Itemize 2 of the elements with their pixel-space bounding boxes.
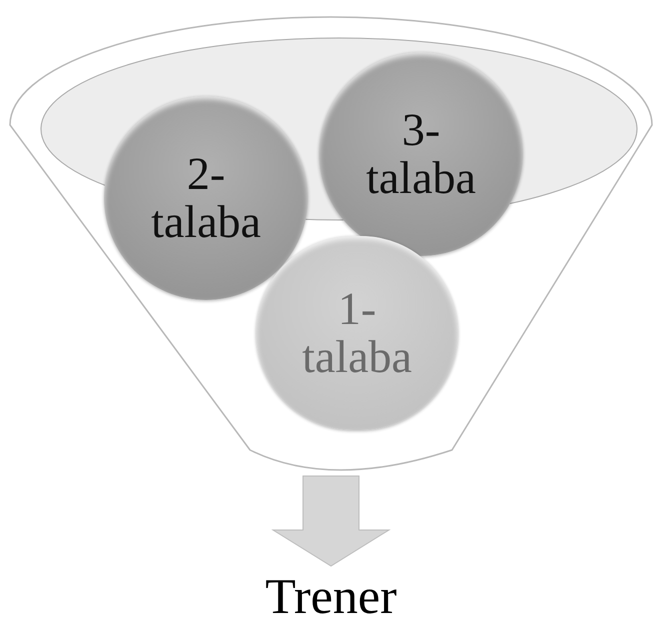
result-label: Trener (231, 566, 431, 626)
down-arrow (271, 476, 391, 567)
